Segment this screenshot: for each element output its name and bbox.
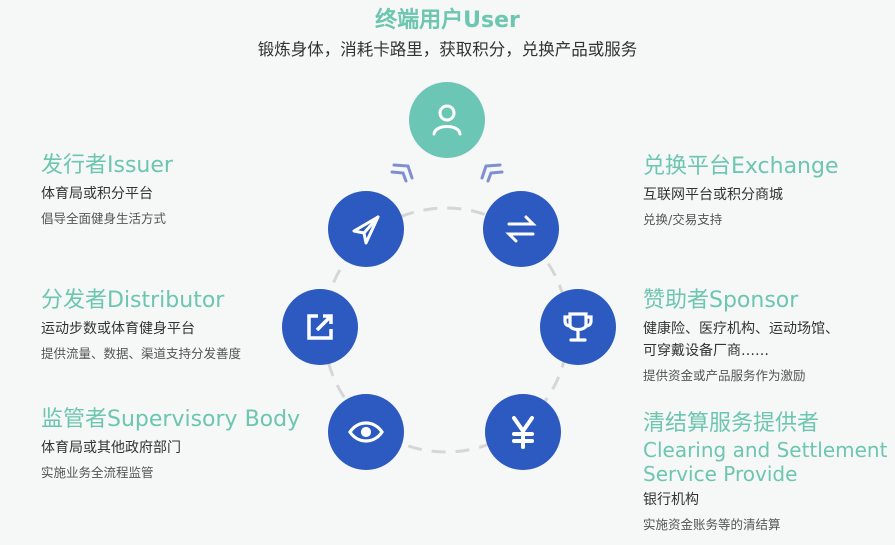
sponsor-info: 赞助者Sponsor 健康险、医疗机构、运动场馆、 可穿戴设备厂商…… 提供资金… [643,287,839,386]
distributor-sub: 提供流量、数据、渠道支持分发善度 [41,346,242,361]
user-node [409,82,485,158]
exchange-desc: 互联网平台或积分商城 [643,187,783,203]
issuer-node [328,191,404,267]
trophy-icon [563,312,593,342]
exchange-title: 兑换平台Exchange [643,154,839,179]
distributor-info: 分发者Distributor 运动步数或体育健身平台 提供流量、数据、渠道支持分… [41,287,241,364]
sponsor-desc-2: 可穿戴设备厂商…… [643,343,769,359]
supervisor-desc: 体育局或其他政府部门 [41,440,181,456]
issuer-sub: 倡导全面健身生活方式 [41,211,167,226]
distributor-node [282,289,358,365]
user-title: 终端用户User [375,8,520,33]
arrow-right-icon [480,163,504,183]
eye-icon [348,421,384,443]
paper-plane-icon [352,215,380,245]
issuer-title: 发行者Issuer [41,153,173,178]
supervisor-sub: 实施业务全流程监管 [41,465,154,480]
clearing-info: 清结算服务提供者 Clearing and Settlement Service… [643,410,887,535]
arrow-left-icon [390,163,414,183]
yen-icon [512,416,534,449]
clearing-title: 清结算服务提供者 [643,411,820,436]
clearing-title-en-2: Service Provide [643,462,798,486]
sponsor-node [540,289,616,365]
clearing-desc: 银行机构 [643,492,699,508]
clearing-title-en-1: Clearing and Settlement [643,438,888,462]
issuer-info: 发行者Issuer 体育局或积分平台 倡导全面健身生活方式 [41,152,173,229]
supervisor-node [328,394,404,470]
clearing-sub: 实施资金账务等的清结算 [643,517,781,532]
swap-arrows-icon [505,215,537,243]
user-icon [432,104,462,136]
supervisor-title: 监管者Supervisory Body [41,407,301,432]
distributor-desc: 运动步数或体育健身平台 [41,321,195,337]
exchange-info: 兑换平台Exchange 互联网平台或积分商城 兑换/交易支持 [643,153,839,230]
user-subtitle: 锻炼身体，消耗卡路里，获取积分，兑换产品或服务 [257,40,638,59]
issuer-desc: 体育局或积分平台 [41,186,153,202]
sponsor-title: 赞助者Sponsor [643,288,799,313]
share-external-icon [307,314,333,340]
supervisor-info: 监管者Supervisory Body 体育局或其他政府部门 实施业务全流程监管 [41,406,300,483]
sponsor-desc-1: 健康险、医疗机构、运动场馆、 [643,321,839,337]
clearing-node [485,394,561,470]
sponsor-sub: 提供资金或产品服务作为激励 [643,368,806,383]
exchange-node [483,191,559,267]
exchange-sub: 兑换/交易支持 [643,212,723,227]
distributor-title: 分发者Distributor [41,288,225,313]
